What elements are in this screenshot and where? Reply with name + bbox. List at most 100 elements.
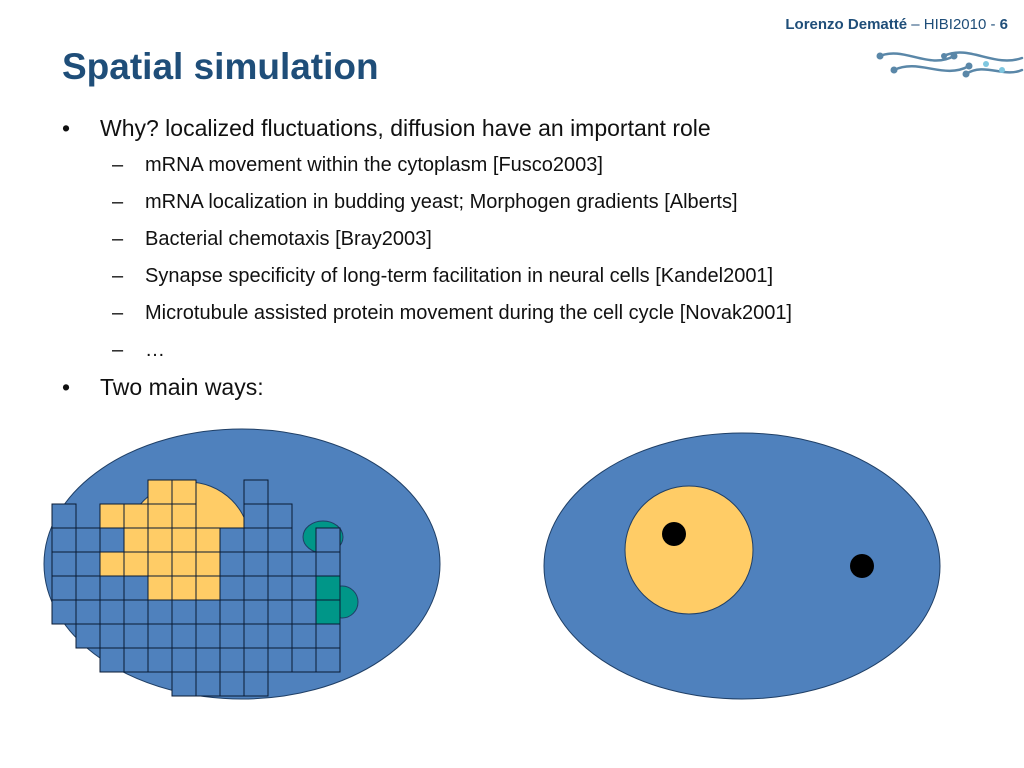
grid-cell (171, 671, 197, 697)
grid-cell (267, 575, 293, 601)
grid-cell (171, 479, 197, 505)
grid-cell (195, 551, 221, 577)
grid-cell (315, 551, 341, 577)
sub-bullet-item: –Synapse specificity of long-term facili… (100, 258, 792, 295)
grid-cell (147, 503, 173, 529)
grid-cell (195, 599, 221, 625)
header-separator: – (907, 16, 924, 33)
grid-cell (147, 527, 173, 553)
grid-cell (75, 527, 101, 553)
sub-bullet-text: Synapse specificity of long-term facilit… (145, 265, 774, 287)
grid-cell (123, 599, 149, 625)
sub-bullet-marker: – (112, 302, 124, 324)
grid-cell (123, 647, 149, 673)
grid-cell (243, 647, 269, 673)
grid-cell (75, 599, 101, 625)
grid-cell (243, 479, 269, 505)
grid-cell (171, 599, 197, 625)
grid-cell (291, 599, 317, 625)
sub-bullet-text: mRNA movement within the cytoplasm [Fusc… (145, 154, 603, 176)
grid-cell (171, 623, 197, 649)
grid-cell (123, 503, 149, 529)
bullet-item: • Two main ways: (62, 369, 792, 406)
sub-bullet-marker: – (112, 228, 124, 250)
author-name: Lorenzo Dematté (785, 16, 908, 33)
grid-cell (75, 623, 101, 649)
grid-cell (147, 647, 173, 673)
molecule-dot (662, 522, 686, 546)
grid-cell (267, 503, 293, 529)
grid-cell (195, 575, 221, 601)
grid-cell (195, 527, 221, 553)
grid-cell (315, 599, 341, 625)
sub-bullet-list: –mRNA movement within the cytoplasm [Fus… (100, 147, 792, 369)
grid-cell (219, 551, 245, 577)
grid-cell (243, 527, 269, 553)
grid-cell (219, 575, 245, 601)
grid-cell (171, 503, 197, 529)
grid-cell (123, 551, 149, 577)
slide-header: Lorenzo Dematté – HIBI2010 - 6 (785, 16, 1008, 33)
grid-cell (99, 551, 125, 577)
bullet-list: • Why? localized fluctuations, diffusion… (62, 110, 792, 406)
sub-bullet-text: Bacterial chemotaxis [Bray2003] (145, 228, 432, 250)
sub-bullet-marker: – (112, 154, 124, 176)
grid-based-cell-diagram (43, 428, 441, 700)
grid-cell (195, 623, 221, 649)
grid-cell (51, 551, 77, 577)
sub-bullet-item: –Bacterial chemotaxis [Bray2003] (100, 221, 792, 258)
sub-bullet-marker: – (112, 265, 124, 287)
bullet-text: Two main ways: (100, 374, 264, 400)
grid-cell (315, 527, 341, 553)
slide-title: Spatial simulation (62, 46, 379, 87)
sub-bullet-item: –mRNA movement within the cytoplasm [Fus… (100, 147, 792, 184)
grid-cell (171, 527, 197, 553)
molecule-dot (850, 554, 874, 578)
grid-cell (267, 551, 293, 577)
grid-cell (243, 671, 269, 697)
sub-bullet-marker: – (112, 191, 124, 213)
grid-cell (195, 647, 221, 673)
grid-cell (123, 623, 149, 649)
header-dash: - (986, 16, 1000, 33)
grid-cell (315, 623, 341, 649)
grid-cell (171, 575, 197, 601)
sub-bullet-text: … (145, 339, 165, 361)
grid-cell (99, 503, 125, 529)
grid-cell (147, 575, 173, 601)
grid-cell (147, 551, 173, 577)
grid-cell (99, 623, 125, 649)
bullet-marker: • (62, 374, 71, 400)
grid-cell (99, 575, 125, 601)
grid-cell (147, 479, 173, 505)
grid-cell (75, 551, 101, 577)
grid-cell (219, 623, 245, 649)
sub-bullet-item: –… (100, 332, 792, 369)
grid-cell (171, 647, 197, 673)
particle-based-cell-diagram (543, 432, 941, 700)
grid-cell (315, 575, 341, 601)
grid-cell (267, 623, 293, 649)
grid-cell (51, 575, 77, 601)
grid-cell (219, 647, 245, 673)
grid-cell (75, 575, 101, 601)
grid-cell (243, 551, 269, 577)
grid-cell (315, 647, 341, 673)
bullet-item: • Why? localized fluctuations, diffusion… (62, 110, 792, 369)
simulation-figures (43, 428, 941, 700)
sub-bullet-item: –Microtubule assisted protein movement d… (100, 295, 792, 332)
grid-cell (291, 575, 317, 601)
sub-bullet-marker: – (112, 339, 124, 361)
grid-cell (51, 599, 77, 625)
sub-bullet-item: –mRNA localization in budding yeast; Mor… (100, 184, 792, 221)
page-number: 6 (999, 16, 1008, 33)
grid-cell (99, 647, 125, 673)
grid-cell (243, 503, 269, 529)
grid-cell (171, 551, 197, 577)
sub-bullet-text: mRNA localization in budding yeast; Morp… (145, 191, 738, 213)
grid-cell (147, 623, 173, 649)
grid-cell (123, 527, 149, 553)
grid-cell (243, 599, 269, 625)
bullet-text: Why? localized fluctuations, diffusion h… (100, 115, 711, 141)
grid-cell (147, 599, 173, 625)
